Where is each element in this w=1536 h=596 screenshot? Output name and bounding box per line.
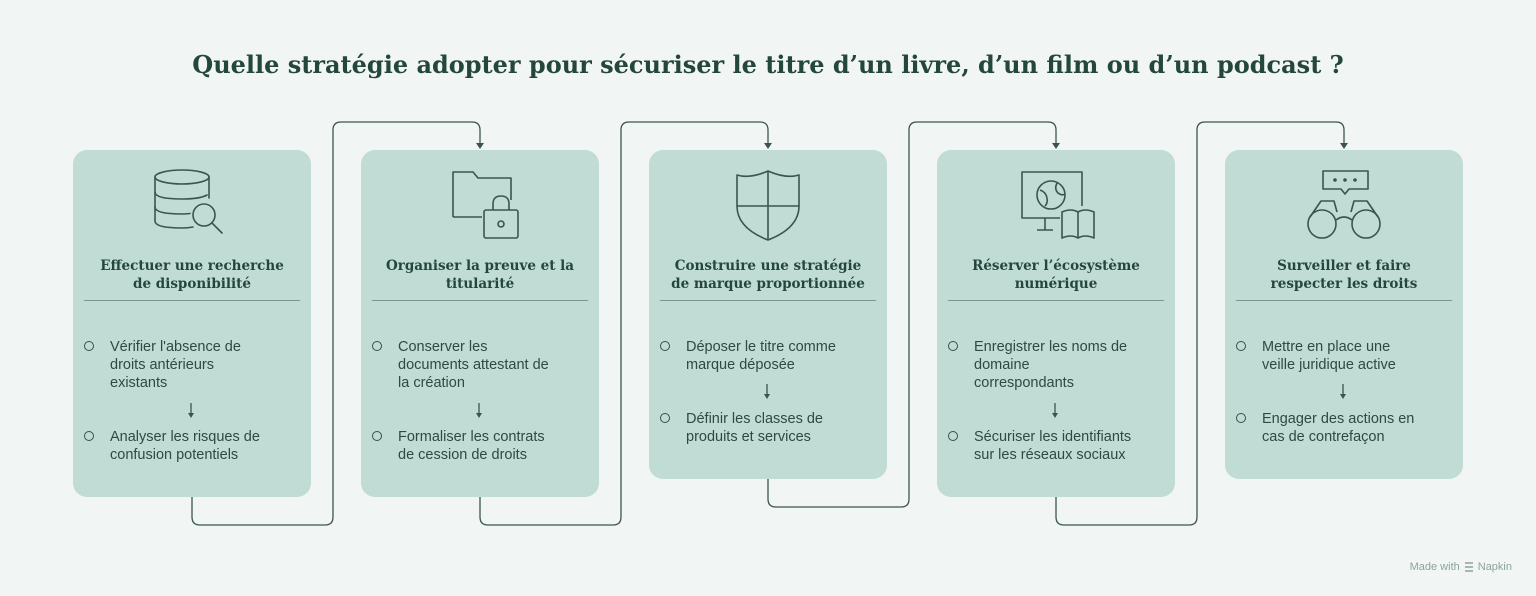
- arrowhead-step-4: [1052, 143, 1060, 149]
- divider: [660, 300, 876, 301]
- bullet-circle-icon: [372, 341, 382, 351]
- bullet-circle-icon: [660, 341, 670, 351]
- down-arrow-icon: [188, 403, 194, 418]
- connector-1-2-top: [332, 121, 481, 150]
- made-with-napkin[interactable]: Made with Napkin: [1410, 561, 1512, 573]
- arrowhead-step-2: [476, 143, 484, 149]
- brand-label: Napkin: [1477, 561, 1512, 573]
- shield-icon: [736, 170, 800, 241]
- connector-4-5-top: [1196, 121, 1345, 150]
- monitor-globe-book-icon: [1021, 171, 1095, 239]
- bullet-circle-icon: [372, 431, 382, 441]
- divider: [372, 300, 588, 301]
- down-arrow-icon: [476, 403, 482, 418]
- connector-2-3-top: [620, 121, 769, 150]
- connector-3-4-bottom: [767, 150, 910, 508]
- down-arrow-icon: [764, 384, 770, 399]
- bullet-circle-icon: [84, 431, 94, 441]
- connector-3-4-top: [908, 121, 1057, 150]
- divider: [1236, 300, 1452, 301]
- napkin-logo-icon: [1464, 562, 1473, 572]
- bullet-circle-icon: [660, 413, 670, 423]
- bullet-circle-icon: [948, 431, 958, 441]
- bullet-circle-icon: [84, 341, 94, 351]
- bullet-circle-icon: [1236, 413, 1246, 423]
- divider: [948, 300, 1164, 301]
- folder-lock-icon: [452, 171, 519, 239]
- binoculars-chat-icon: [1307, 170, 1381, 239]
- bullet-circle-icon: [948, 341, 958, 351]
- arrowhead-step-5: [1340, 143, 1348, 149]
- down-arrow-icon: [1340, 384, 1346, 399]
- connector-2-3-bottom: [479, 150, 622, 526]
- connector-4-5-bottom: [1055, 150, 1198, 526]
- bullet-circle-icon: [1236, 341, 1246, 351]
- down-arrow-icon: [1052, 403, 1058, 418]
- arrowhead-step-3: [764, 143, 772, 149]
- page-title: Quelle stratégie adopter pour sécuriser …: [192, 50, 1344, 79]
- connector-1-2-bottom: [191, 150, 334, 526]
- database-search-icon: [154, 169, 223, 234]
- divider: [84, 300, 300, 301]
- made-with-label: Made with: [1409, 561, 1460, 573]
